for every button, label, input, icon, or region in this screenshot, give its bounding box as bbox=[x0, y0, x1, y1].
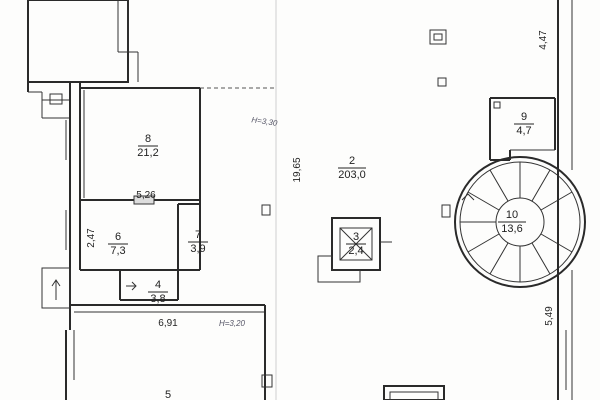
room-5-number: 5 bbox=[165, 389, 171, 400]
height-notes: H=3,30 H=3,20 bbox=[219, 115, 278, 328]
room-4-area: 3,8 bbox=[150, 293, 165, 305]
bottom-center-element bbox=[383, 385, 445, 400]
dimension-6-91: 6,91 bbox=[158, 318, 178, 329]
room-4-number: 4 bbox=[155, 279, 161, 291]
spiral-stair bbox=[454, 156, 586, 288]
hall-markers bbox=[261, 29, 451, 218]
room-6-area: 7,3 bbox=[110, 245, 125, 257]
room-3-number: 3 bbox=[353, 231, 359, 243]
ceiling-height-lower: H=3,20 bbox=[219, 319, 246, 328]
room-9-number: 9 bbox=[521, 111, 527, 123]
dimension-2-47: 2,47 bbox=[86, 228, 97, 248]
room-10-number: 10 bbox=[506, 209, 518, 221]
dimension-19-65: 19,65 bbox=[292, 157, 303, 182]
room-7-number: 7 bbox=[195, 229, 201, 241]
room-8-outline bbox=[69, 82, 276, 330]
room-6-number: 6 bbox=[115, 231, 121, 243]
dimension-labels: 19,65 5,26 2,47 6,91 5,49 4,47 bbox=[86, 30, 555, 329]
dimension-5-49: 5,49 bbox=[544, 306, 555, 326]
dimension-4-47: 4,47 bbox=[538, 30, 549, 50]
ceiling-height-upper: H=3,30 bbox=[251, 115, 279, 128]
dimension-5-26: 5,26 bbox=[136, 190, 156, 201]
right-exterior-wall bbox=[557, 0, 573, 400]
room-5-outline bbox=[70, 304, 273, 400]
room-9-outline bbox=[489, 97, 556, 161]
room-10-area: 13,6 bbox=[501, 223, 522, 235]
room-labels: 8 21,2 2 203,0 9 4,7 10 13,6 6 7,3 7 3,9… bbox=[108, 111, 534, 400]
room-2-number: 2 bbox=[349, 155, 355, 167]
room-8-number: 8 bbox=[145, 133, 151, 145]
rooms-6-7-4 bbox=[41, 200, 201, 309]
room-3-area: 2,4 bbox=[348, 245, 363, 257]
top-left-block bbox=[27, 0, 139, 119]
room-2-area: 203,0 bbox=[338, 169, 366, 181]
room-8-area: 21,2 bbox=[137, 147, 158, 159]
left-wall-windows bbox=[65, 120, 75, 400]
room-7-area: 3,9 bbox=[190, 243, 205, 255]
room-9-area: 4,7 bbox=[516, 125, 531, 137]
